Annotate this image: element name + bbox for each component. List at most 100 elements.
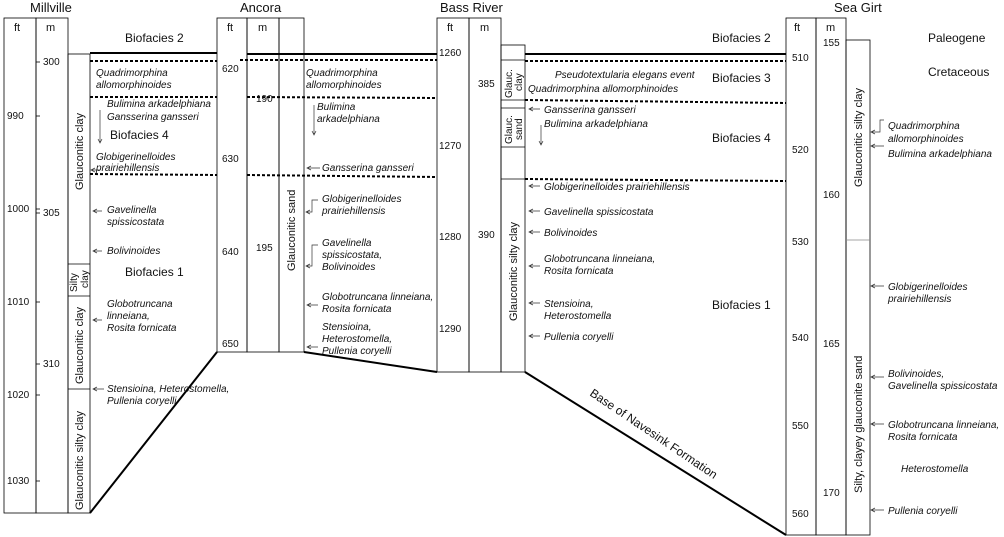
base-navesink-line-3	[524, 371, 787, 536]
millville-lith-silty: Silty	[69, 273, 80, 292]
arrow-ancora-bulimina	[311, 105, 317, 136]
millville-ft-1030: 1030	[7, 476, 30, 487]
bass-taxon-bolivinoides: Bolivinoides	[544, 228, 597, 239]
arrow-ancora-gansserina	[306, 165, 320, 171]
seagirt-taxon-quadrimorphina: Quadrimorphina	[888, 121, 960, 132]
arrow-millville-stensioina	[92, 386, 104, 392]
arrow-millville-bulimina	[97, 110, 103, 144]
base-navesink-label: Base of Navesink Formation	[587, 386, 720, 482]
bass-lith-clay: clay	[514, 73, 525, 91]
boundary-dashed-bf1-1	[89, 173, 218, 176]
millville-m-310: 310	[43, 359, 60, 370]
bass-taxon-pseudotextularia-event: Pseudotextularia elegans event	[555, 70, 696, 81]
millville-lith-clay: clay	[80, 270, 91, 288]
seagirt-taxon-globotruncana-linneiana: Globotruncana linneiana,	[888, 420, 999, 431]
millville-taxon-stensioina-heterostomella: Stensioina, Heterostomella,	[107, 384, 229, 395]
ancora-m-190: 190	[256, 94, 273, 105]
boundary-dashed-bf3-2	[246, 96, 438, 99]
arrow-seagirt-pullenia	[870, 507, 884, 513]
bass-lith-sand: sand	[514, 118, 525, 140]
seagirt-m-155: 155	[823, 38, 840, 49]
seagirt-ft-550: 550	[792, 421, 809, 432]
base-navesink-line-2	[303, 351, 438, 373]
seagirt-taxon-heterostomella: Heterostomella	[901, 464, 969, 475]
ancora-column	[216, 17, 305, 353]
millville-taxon-gavelinella: Gavelinella	[107, 205, 157, 216]
ancora-taxon-arkadelphiana: arkadelphiana	[317, 114, 380, 125]
ancora-taxon-rosita-fornicata: Rosita fornicata	[322, 304, 392, 315]
arrow-bass-pullenia	[528, 333, 540, 339]
millville-taxon-rosita-fornicata: Rosita fornicata	[107, 323, 177, 334]
ancora-m-column	[246, 17, 280, 353]
arrow-ancora-stensioina	[306, 344, 318, 350]
section-title-ancora: Ancora	[240, 0, 282, 15]
millville-taxon-allomorphinoides: allomorphinoides	[96, 80, 172, 91]
bass-ft-1280: 1280	[439, 232, 462, 243]
arrow-millville-globigerinelloides	[90, 167, 100, 173]
bass-ft-1290: 1290	[439, 324, 462, 335]
bass-lith-glauc-upper: Glauc.	[504, 69, 515, 98]
millville-lithology-column	[67, 53, 91, 514]
seagirt-taxon-prairiehillensis: prairiehillensis	[887, 294, 951, 305]
millville-biofacies-4: Biofacies 4	[110, 128, 169, 142]
millville-m-column	[35, 17, 69, 514]
boundary-dashed-bf1-2	[246, 174, 438, 178]
bass-taxon-gavelinella-spissicostata: Gavelinella spissicostata	[544, 207, 654, 218]
arrow-seagirt-bulimina	[870, 143, 884, 149]
ancora-taxon-stensioina: Stensioina,	[322, 322, 371, 333]
ancora-taxa: Quadrimorphina allomorphinoides Bulimina…	[306, 68, 433, 357]
ancora-lithology-column	[278, 17, 305, 353]
seagirt-ft-530: 530	[792, 237, 809, 248]
millville-biofacies-1: Biofacies 1	[125, 265, 184, 279]
bass-lith-glauconitic-silty-clay: Glauconitic silty clay	[508, 221, 520, 321]
arrow-bass-gavelinella	[528, 208, 540, 214]
bass-biofacies-1: Biofacies 1	[712, 298, 771, 312]
bass-taxon-globotruncana-linneiana: Globotruncana linneiana,	[544, 254, 655, 265]
seagirt-m-160: 160	[823, 190, 840, 201]
seagirt-ft-520: 520	[792, 145, 809, 156]
millville-taxon-prairiehillensis: prairiehillensis	[95, 163, 159, 174]
millville-taxon-spissicostata: spissicostata	[107, 217, 165, 228]
bass-river-ft-header: ft	[447, 22, 453, 34]
arrow-bass-globotruncana	[528, 263, 540, 269]
bass-river-taxa: Pseudotextularia elegans event Quadrimor…	[528, 70, 696, 343]
ancora-ft-640: 640	[222, 247, 239, 258]
ancora-taxon-allomorphinoides: allomorphinoides	[306, 80, 382, 91]
sea-girt-m-column	[815, 17, 847, 536]
arrow-millville-gavelinella	[92, 208, 102, 214]
base-navesink-line-1	[89, 351, 218, 514]
arrow-seagirt-globigerinelloides	[870, 283, 884, 289]
bass-biofacies-4: Biofacies 4	[712, 131, 771, 145]
seagirt-ft-560: 560	[792, 509, 809, 520]
sea-girt-m-header: m	[826, 22, 835, 34]
ancora-taxon-spissicostata: spissicostata,	[322, 250, 382, 261]
millville-taxon-linneiana: linneiana,	[107, 311, 150, 322]
arrow-bass-gansserina	[528, 106, 540, 112]
millville-ft-header: ft	[14, 22, 20, 34]
bass-taxon-heterostomella: Heterostomella	[544, 311, 612, 322]
bass-taxon-gansserina-gansseri: Gansserina gansseri	[544, 105, 636, 116]
seagirt-taxon-pullenia-coryelli: Pullenia coryelli	[888, 506, 958, 517]
ancora-lith-glauconitic-sand: Glauconitic sand	[286, 190, 298, 271]
bass-taxon-stensioina: Stensioina,	[544, 299, 593, 310]
arrow-bass-stensioina	[528, 300, 540, 306]
arrow-seagirt-globotruncana	[870, 421, 884, 427]
sea-girt-column	[785, 17, 871, 536]
period-cretaceous: Cretaceous	[928, 65, 989, 79]
millville-column	[3, 17, 91, 514]
ancora-taxon-gavelinella: Gavelinella	[322, 238, 372, 249]
section-title-millville: Millville	[30, 0, 72, 15]
arrow-bass-bulimina	[538, 125, 544, 146]
millville-taxon-globotruncana: Globotruncana	[107, 299, 173, 310]
seagirt-lith-glauconitic-silty-clay: Glauconitic silty clay	[853, 87, 865, 187]
arrow-ancora-globigerinelloides	[305, 199, 318, 215]
sea-girt-lithology-column	[845, 39, 871, 536]
millville-taxon-bulimina-arkadelphiana: Bulimina arkadelphiana	[107, 99, 211, 110]
section-title-sea-girt: Sea Girt	[834, 0, 882, 15]
arrow-seagirt-bolivinoides	[870, 374, 884, 380]
bass-taxon-quadrimorphina-allomorphinoides: Quadrimorphina allomorphinoides	[528, 84, 678, 95]
arrow-seagirt-quadrimorphina	[870, 119, 884, 135]
ancora-taxon-bulimina: Bulimina	[317, 102, 356, 113]
bass-river-m-header: m	[480, 22, 489, 34]
bass-river-ft-column	[436, 17, 470, 373]
